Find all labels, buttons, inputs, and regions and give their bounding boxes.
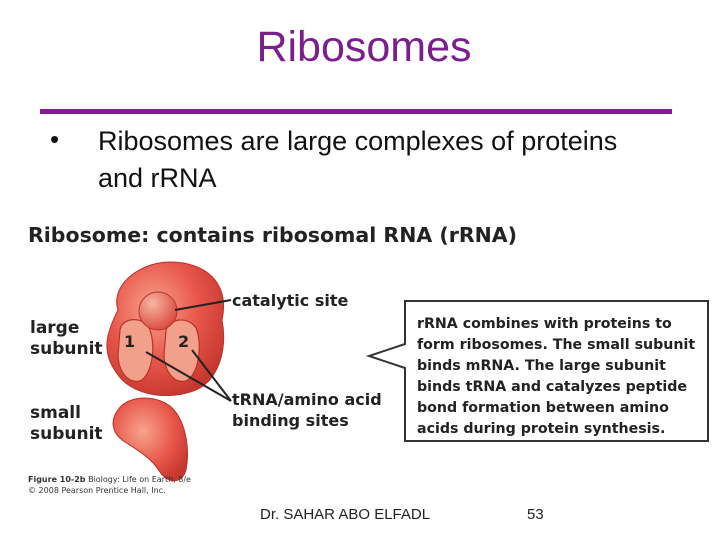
small-subunit-label-line2: subunit [30,424,103,444]
footer-author: Dr. SAHAR ABO ELFADL [260,506,431,523]
figure-credit-line1: Figure 10-2b Biology: Life on Earth, 8/e [28,474,191,485]
trna-binding-label-line1: tRNA/amino acid [232,390,382,409]
small-subunit-label-line1: small [30,403,81,423]
trna-leader-line-2 [191,349,232,402]
figure-credit-book: Biology: Life on Earth, 8/e [85,475,191,484]
catalytic-site-label: catalytic site [232,291,349,310]
figure-credit-copyright: © 2008 Pearson Prentice Hall, Inc. [28,486,166,495]
page-number: 53 [527,506,544,523]
bullet-marker: • [50,124,60,154]
catalytic-leader-line [174,299,232,311]
title-divider [40,109,672,114]
small-subunit-shape [112,397,188,482]
large-subunit-label-line1: large [30,318,80,338]
slide-title: Ribosomes [256,23,472,71]
bullet-text: Ribosomes are large complexes of protein… [98,126,618,193]
trna-leader-line-1 [145,351,232,402]
small-subunit-label: small subunit [30,403,103,445]
site-1-number: 1 [124,332,135,351]
callout-text: rRNA combines with proteins to form ribo… [417,316,696,437]
figure-credit-prefix: Figure 10-2b [28,475,86,484]
large-subunit-label-line2: subunit [30,339,103,359]
figure-heading: Ribosome: contains ribosomal RNA (rRNA) [28,223,518,247]
trna-binding-label: tRNA/amino acid binding sites [232,389,382,431]
large-subunit-label: large subunit [30,318,103,360]
figure-credit: Figure 10-2b Biology: Life on Earth, 8/e… [28,474,191,496]
callout-box [365,300,709,442]
site-2-number: 2 [178,332,189,351]
catalytic-site-sphere [138,291,178,331]
trna-binding-label-line2: binding sites [232,411,349,430]
binding-site-1-pocket [117,319,154,382]
